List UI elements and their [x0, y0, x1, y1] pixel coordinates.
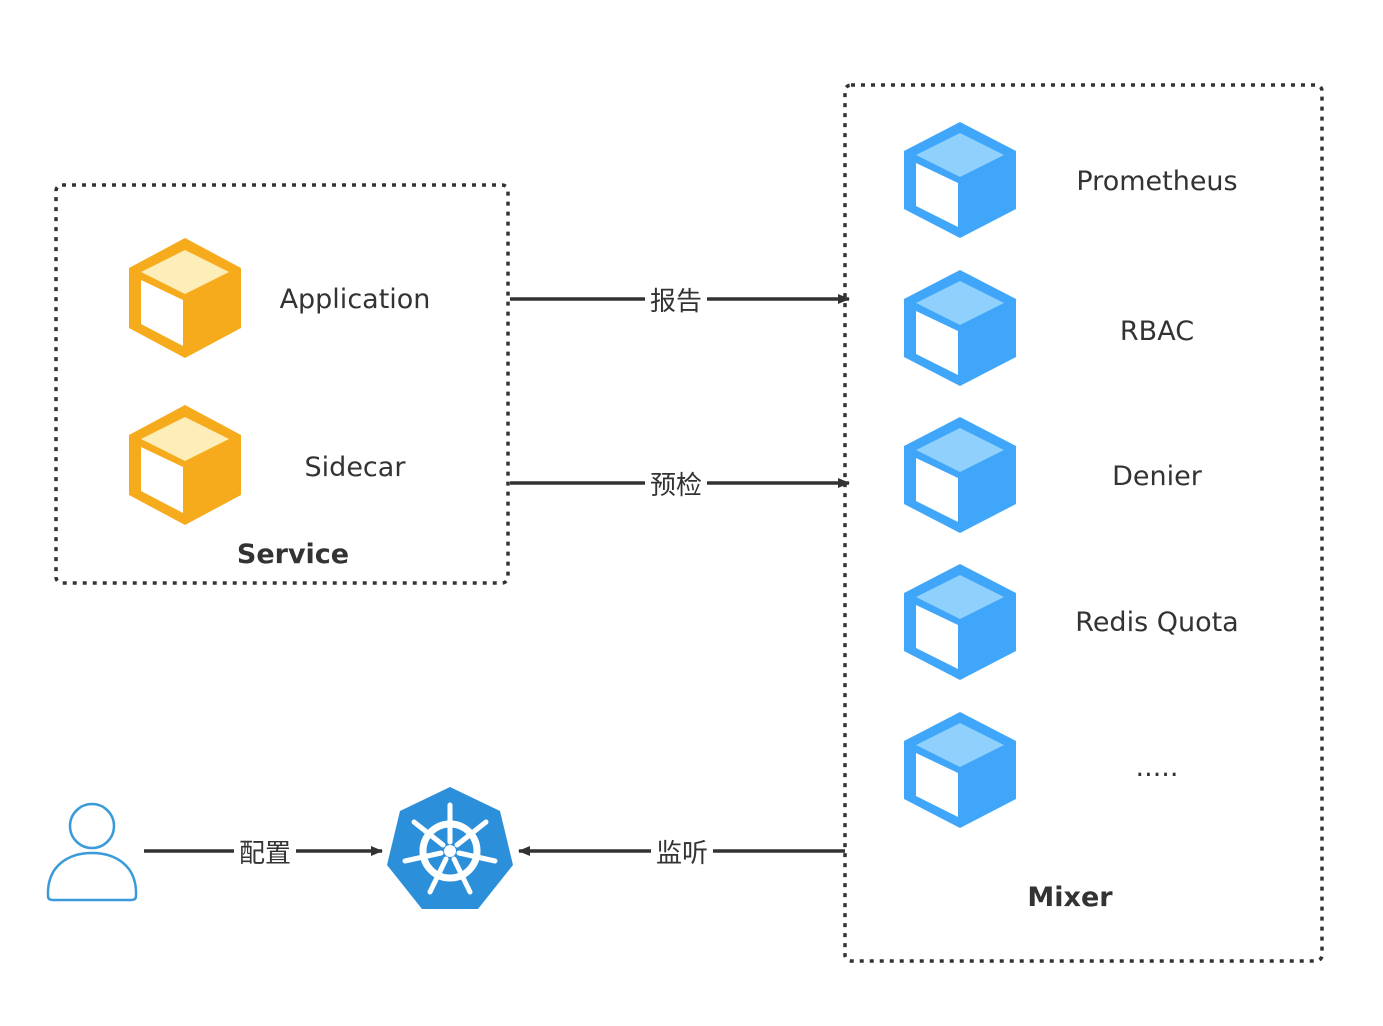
mixer-group-title: Mixer — [1027, 882, 1113, 913]
service-group-title: Service — [237, 539, 349, 570]
service-group — [54, 183, 510, 585]
blue-cube-icon — [904, 417, 1016, 533]
denier-node[interactable]: Denier — [904, 417, 1203, 533]
mixer-group — [843, 83, 1324, 963]
kubernetes-icon[interactable] — [387, 787, 513, 909]
redis-quota-label: Redis Quota — [1075, 607, 1238, 638]
prometheus-node[interactable]: Prometheus — [904, 122, 1238, 238]
edge-report: 报告 — [510, 282, 850, 317]
edge-precheck-label: 预检 — [650, 471, 702, 501]
edge-watch: 监听 — [518, 834, 845, 869]
sidecar-label: Sidecar — [305, 452, 407, 483]
blue-cube-icon — [904, 564, 1016, 680]
more-node[interactable]: ..... — [904, 712, 1178, 828]
denier-label: Denier — [1112, 461, 1203, 492]
blue-cube-icon — [904, 270, 1016, 386]
application-label: Application — [280, 284, 431, 315]
application-node[interactable]: Application — [129, 238, 430, 358]
edge-watch-label: 监听 — [656, 839, 708, 869]
blue-cube-icon — [904, 712, 1016, 828]
orange-cube-icon — [129, 238, 241, 358]
rbac-label: RBAC — [1120, 316, 1194, 347]
edge-precheck: 预检 — [510, 466, 850, 501]
blue-cube-icon — [904, 122, 1016, 238]
redis-quota-node[interactable]: Redis Quota — [904, 564, 1239, 680]
sidecar-node[interactable]: Sidecar — [129, 405, 406, 525]
edge-configure-label: 配置 — [239, 839, 291, 869]
orange-cube-icon — [129, 405, 241, 525]
edge-configure: 配置 — [144, 834, 383, 869]
prometheus-label: Prometheus — [1076, 166, 1237, 197]
more-label: ..... — [1136, 752, 1179, 783]
edge-report-label: 报告 — [650, 287, 702, 317]
user-icon[interactable] — [46, 802, 138, 902]
rbac-node[interactable]: RBAC — [904, 270, 1194, 386]
